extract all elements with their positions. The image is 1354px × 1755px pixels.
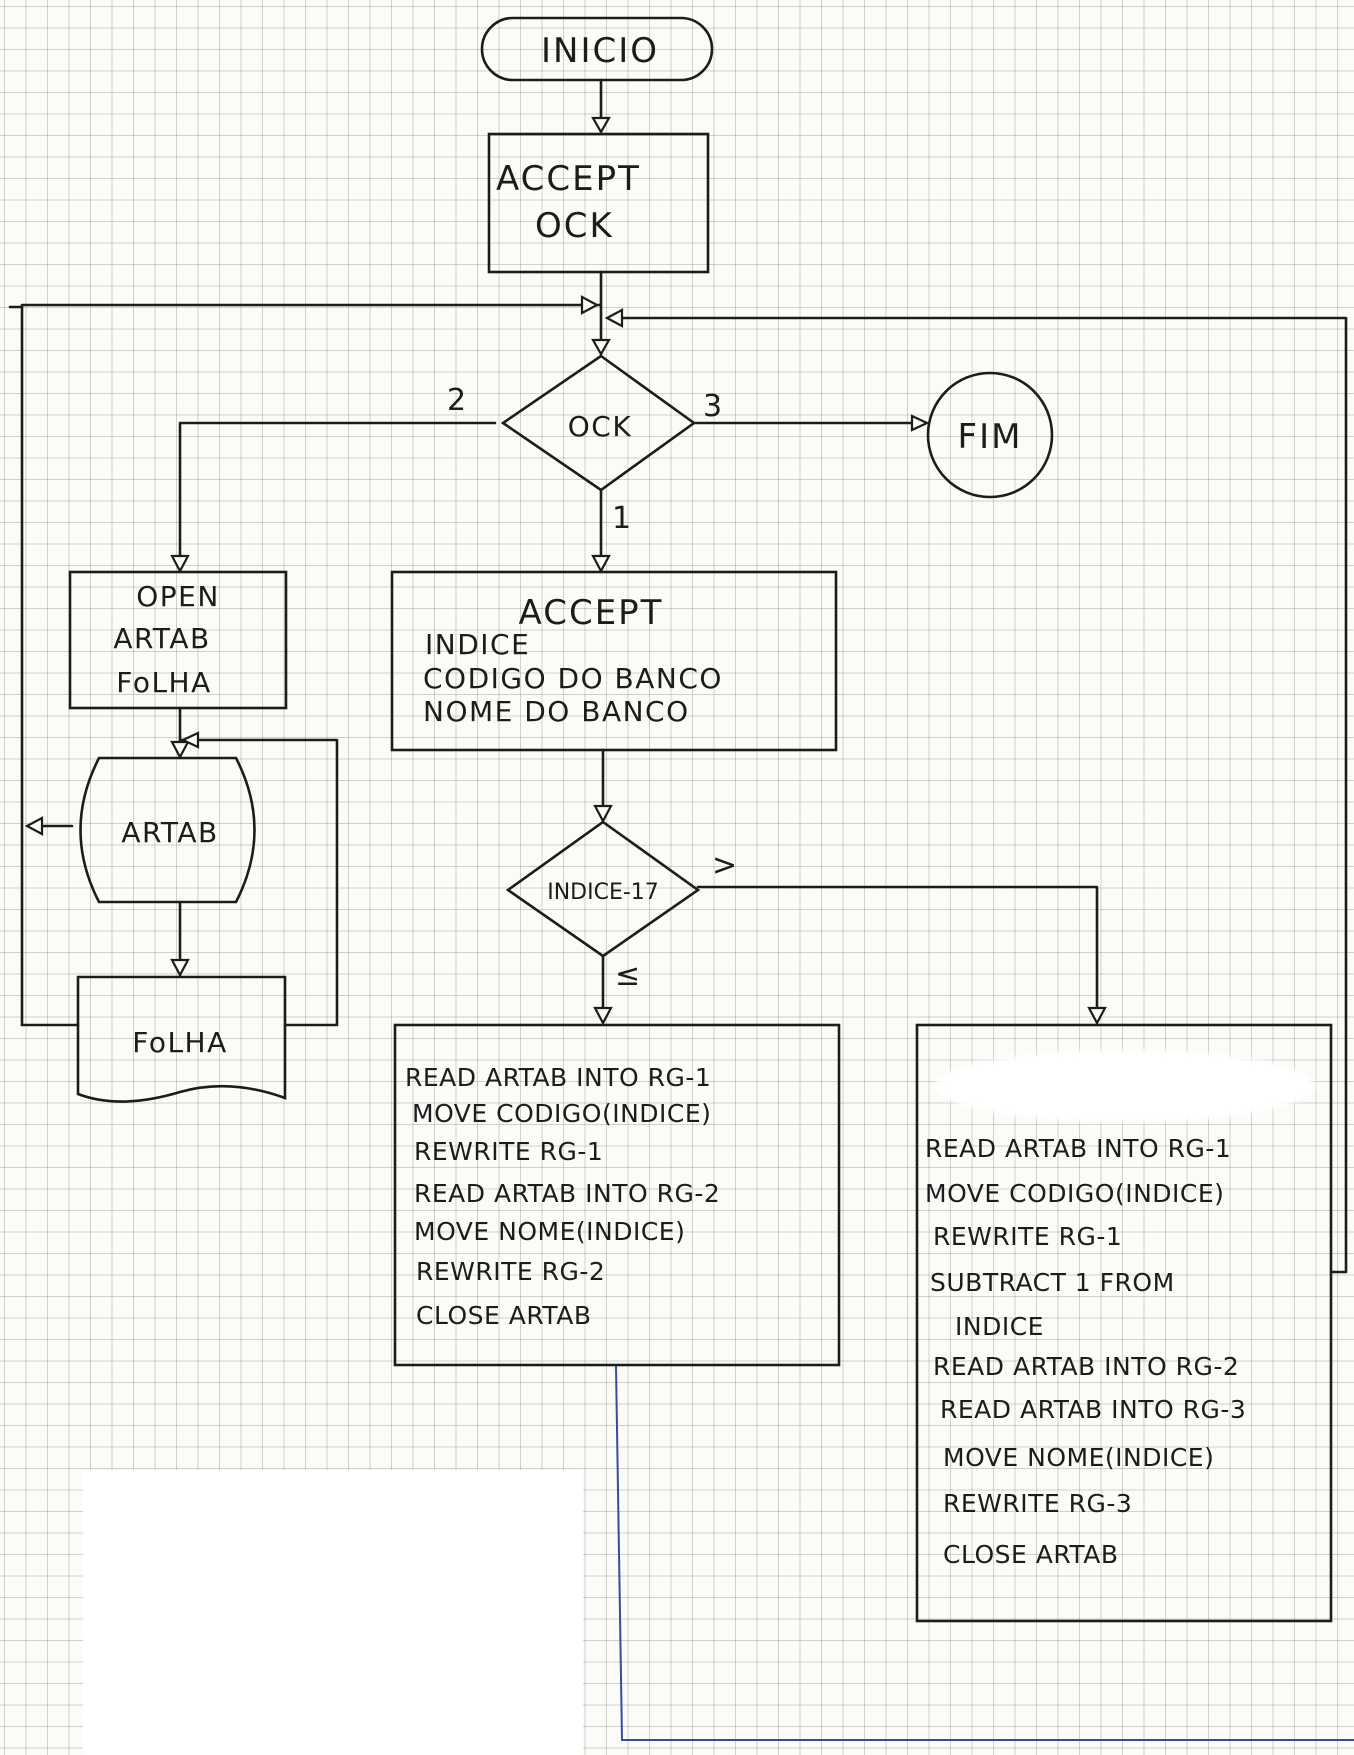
left-process-line-3: REWRITE RG-1 [414, 1137, 603, 1166]
arrowhead [593, 804, 613, 824]
arrowhead [170, 740, 190, 760]
accept-indice-line-1: ACCEPT [519, 593, 664, 633]
arrowhead [170, 554, 190, 574]
accept-indice-line-3: CODIGO DO BANCO [423, 662, 723, 695]
compare-label-gt: > [712, 848, 737, 883]
accept-ock-line-1: ACCEPT [496, 159, 641, 199]
arrowhead [593, 1006, 613, 1026]
right-process-line-8: MOVE NOME(INDICE) [943, 1443, 1214, 1472]
right-process-line-6: READ ARTAB INTO RG-2 [933, 1352, 1239, 1381]
artab-file-shape [79, 756, 256, 904]
left-process-line-6: REWRITE RG-2 [416, 1257, 605, 1286]
accept-indice-box [390, 570, 838, 752]
right-process-line-1: READ ARTAB INTO RG-1 [925, 1134, 1231, 1163]
folha-document-shape [76, 975, 287, 1103]
compare-label-le: ≤ [615, 958, 640, 993]
open-line-3: FoLHA [116, 666, 212, 699]
arrowhead [591, 116, 611, 135]
arrowhead [24, 816, 44, 836]
indice-decision-label: INDICE-17 [547, 880, 659, 905]
right-process-line-7: READ ARTAB INTO RG-3 [940, 1395, 1246, 1424]
arrowhead [170, 958, 190, 978]
end-circle [926, 371, 1054, 499]
arrowhead [591, 338, 611, 357]
folha-document-label: FoLHA [132, 1026, 228, 1059]
accept-ock-box [487, 132, 710, 274]
start-terminator [480, 16, 714, 82]
ock-decision-label: OCK [568, 410, 632, 443]
left-process-box [393, 1023, 841, 1367]
arrowhead [580, 295, 600, 315]
blue-pen-line [615, 1365, 1354, 1741]
connector-folha-loop [180, 738, 339, 1027]
open-line-2: ARTAB [113, 622, 210, 655]
accept-indice-line-4: NOME DO BANCO [423, 695, 690, 728]
arrowhead [604, 308, 624, 328]
connector-right-loop [606, 316, 1348, 1274]
connector-left-loop [20, 303, 602, 1027]
arrowhead [1087, 1006, 1107, 1026]
branch-label-2: 2 [447, 383, 466, 418]
left-process-line-7: CLOSE ARTAB [416, 1301, 592, 1330]
open-files-box [68, 570, 288, 710]
accept-ock-line-2: OCK [535, 206, 614, 246]
right-process-box [915, 1023, 1333, 1623]
right-process-line-9: REWRITE RG-3 [943, 1489, 1132, 1518]
right-process-line-3: REWRITE RG-1 [933, 1222, 1122, 1251]
open-line-1: OPEN [136, 580, 220, 613]
connector-indice-gt [696, 885, 1099, 1024]
end-label: FIM [958, 417, 1023, 457]
branch-label-3: 3 [703, 389, 722, 424]
artab-file-label: ARTAB [121, 816, 218, 849]
left-process-line-4: READ ARTAB INTO RG-2 [414, 1179, 720, 1208]
right-process-line-10: CLOSE ARTAB [943, 1540, 1119, 1569]
start-label: INICIO [541, 31, 659, 71]
right-process-line-2: MOVE CODIGO(INDICE) [925, 1179, 1224, 1208]
redaction-patch-lower [83, 1637, 583, 1755]
redaction-smudge [935, 1050, 1315, 1122]
right-process-line-5: INDICE [955, 1312, 1044, 1341]
arrowhead [180, 731, 200, 749]
connector-ock-to-open [178, 421, 497, 572]
accept-indice-line-2: INDICE [425, 628, 530, 661]
left-process-line-5: MOVE NOME(INDICE) [414, 1217, 685, 1246]
left-process-line-2: MOVE CODIGO(INDICE) [412, 1099, 711, 1128]
arrowhead [591, 554, 611, 574]
redaction-patch-upper [83, 1470, 583, 1638]
right-process-line-4: SUBTRACT 1 FROM [930, 1268, 1175, 1297]
arrowhead [910, 414, 930, 432]
branch-label-1: 1 [612, 501, 631, 536]
left-process-line-1: READ ARTAB INTO RG-1 [405, 1063, 711, 1092]
